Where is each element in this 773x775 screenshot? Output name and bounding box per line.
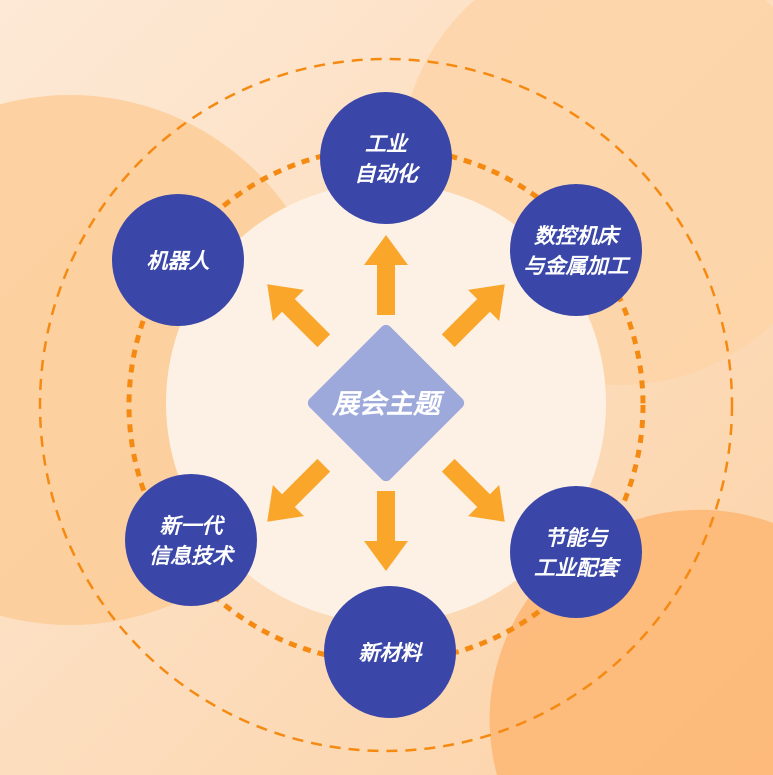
topic-label: 数控机床	[534, 224, 622, 248]
center-diamond	[307, 324, 465, 482]
topic-node: 机器人	[112, 194, 244, 326]
topic-label: 自动化	[355, 162, 421, 186]
topic-circle	[320, 92, 452, 224]
topic-label: 机器人	[147, 249, 210, 273]
topic-label: 与金属加工	[524, 254, 632, 278]
arrow-icon	[267, 284, 331, 348]
topic-node: 新材料	[324, 586, 456, 718]
topic-circle	[125, 474, 257, 606]
topic-label: 新一代	[160, 514, 226, 538]
topic-label: 信息技术	[149, 544, 236, 568]
arrow-icon	[267, 458, 331, 522]
arrow-icon	[441, 284, 505, 348]
arrow-icon	[364, 235, 408, 315]
arrow-icon	[441, 458, 505, 522]
topic-circle	[510, 184, 642, 316]
topic-circle	[112, 194, 244, 326]
topic-label: 工业配套	[534, 556, 622, 580]
topic-label: 新材料	[359, 641, 424, 665]
outer-dashed-ring	[38, 57, 734, 753]
arrow-icon	[364, 491, 408, 571]
topic-label: 工业	[365, 132, 409, 156]
center-label: 展会主题	[331, 389, 445, 420]
topic-label: 节能与	[545, 526, 610, 550]
topic-circle	[510, 486, 642, 618]
topic-circle	[324, 586, 456, 718]
inner-dashed-ring	[126, 145, 646, 665]
